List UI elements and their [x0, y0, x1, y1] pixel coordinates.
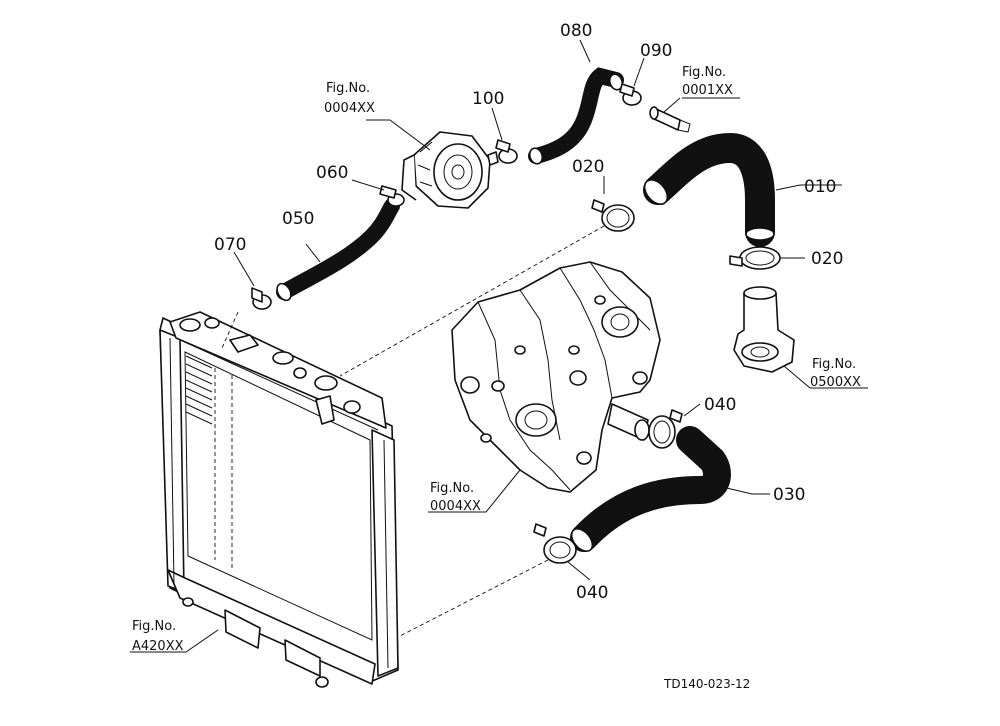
nozzle-fitting	[649, 106, 691, 133]
callout-090: 090	[640, 41, 672, 61]
hose-050	[276, 198, 400, 302]
svg-text:0001XX: 0001XX	[682, 83, 733, 98]
svg-text:0004XX: 0004XX	[430, 499, 481, 514]
clamp-060	[379, 185, 405, 207]
svg-text:Fig.No.: Fig.No.	[326, 81, 370, 96]
callout-060: 060	[316, 163, 348, 183]
callout-020-upper: 020	[572, 157, 604, 177]
callout-020-lower: 020	[811, 249, 843, 269]
fig-ref-thermostat: Fig.No. 0500XX	[810, 357, 861, 390]
svg-text:A420XX: A420XX	[132, 639, 184, 654]
clamp-020-lower	[729, 246, 781, 270]
callout-010: 010	[804, 177, 836, 197]
fig-ref-nozzle: Fig.No. 0001XX	[682, 65, 733, 98]
clamp-040-lower	[533, 523, 577, 564]
fig-ref-gear-case: Fig.No. 0004XX	[430, 481, 481, 514]
callout-040-lower: 040	[576, 583, 608, 603]
svg-text:Fig.No.: Fig.No.	[132, 619, 176, 634]
callout-040-upper: 040	[704, 395, 736, 415]
svg-text:Fig.No.: Fig.No.	[682, 65, 726, 80]
callout-070: 070	[214, 235, 246, 255]
clamp-070	[251, 287, 272, 310]
callout-100: 100	[472, 89, 504, 109]
gear-case	[451, 261, 661, 493]
svg-text:Fig.No.: Fig.No.	[430, 481, 474, 496]
svg-text:Fig.No.: Fig.No.	[812, 357, 856, 372]
clamp-090	[619, 83, 642, 106]
oil-cooler	[401, 131, 499, 209]
clamp-020-upper	[591, 199, 635, 232]
svg-text:0500XX: 0500XX	[810, 375, 861, 390]
drawing-id: TD140-023-12	[663, 677, 750, 691]
thermostat-cover	[733, 286, 795, 373]
svg-text:0004XX: 0004XX	[324, 101, 375, 116]
hose-030	[570, 426, 731, 553]
callout-050: 050	[282, 209, 314, 229]
radiator	[159, 311, 399, 688]
clamp-040-upper	[648, 409, 683, 449]
hose-080	[528, 67, 624, 165]
callout-030: 030	[773, 485, 805, 505]
clamp-100	[495, 139, 518, 164]
fig-ref-oil-cooler: Fig.No. 0004XX	[324, 81, 375, 116]
leader-lines	[130, 39, 868, 653]
callout-080: 080	[560, 21, 592, 41]
fig-ref-radiator: Fig.No. A420XX	[132, 619, 184, 654]
hose-010	[643, 132, 775, 247]
